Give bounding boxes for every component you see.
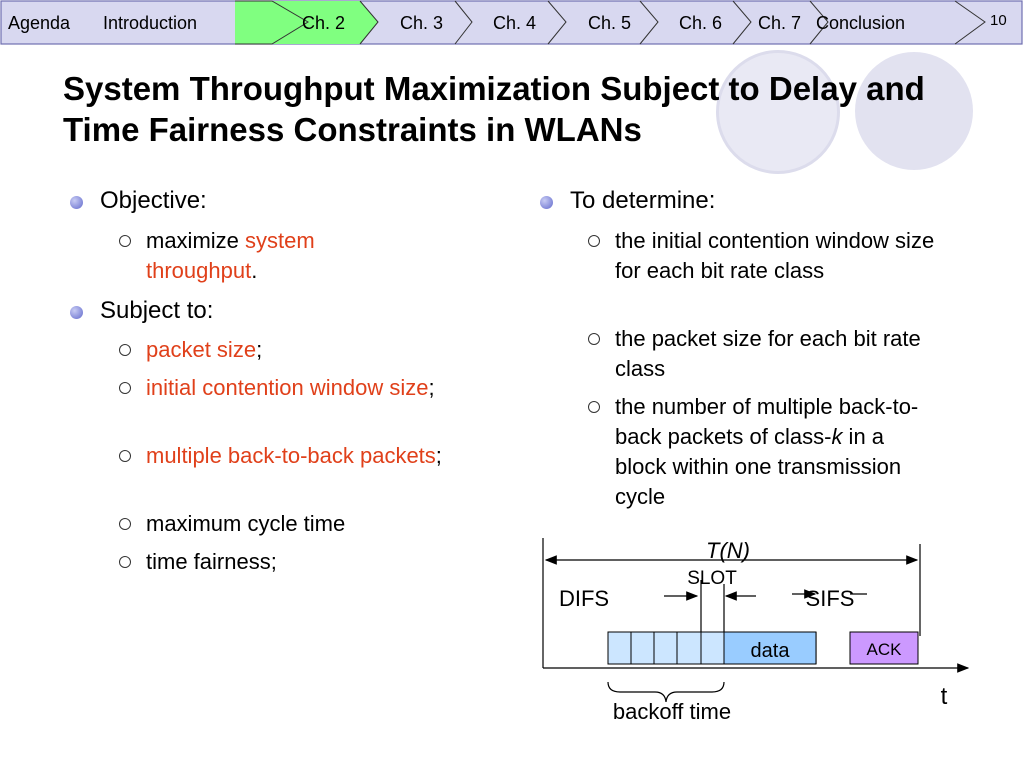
- nav-item-ch3[interactable]: Ch. 3: [400, 13, 444, 33]
- nav-item-agenda[interactable]: Agenda: [8, 13, 71, 33]
- sub-bullet-ring-icon: [119, 235, 131, 247]
- sub-bullet-packet-size-class: the packet size for each bit rate class: [588, 324, 965, 384]
- sub-bullet-ring-icon: [588, 235, 600, 247]
- timing-diagram: T(N) SLOT DIFS SIFS data ACK t backoff t…: [542, 538, 970, 724]
- sub-bullet-ring-icon: [119, 450, 131, 462]
- nav-item-ch5[interactable]: Ch. 5: [588, 13, 632, 33]
- page-number: 10: [990, 12, 1007, 29]
- sub-bullet-ring-icon: [119, 556, 131, 568]
- sub-bullet-packet-size: packet size;: [119, 335, 466, 365]
- bullet-label: Subject to:: [100, 297, 214, 324]
- sub-bullet-ring-icon: [119, 518, 131, 530]
- sub-bullet-ring-icon: [588, 333, 600, 345]
- nav-item-ch7[interactable]: Ch. 7: [758, 13, 802, 33]
- chapter-navigation-bar: Agenda Introduction Ch. 2 Ch. 3 Ch. 4 Ch…: [0, 0, 1024, 46]
- sub-bullet-contention-window: initial contention window size;: [119, 373, 466, 403]
- bullet-dot-icon: [540, 196, 553, 209]
- nav-item-ch4[interactable]: Ch. 4: [493, 13, 537, 33]
- cycle-label: T(N): [706, 538, 750, 563]
- data-frame-label: data: [751, 640, 791, 662]
- bullet-objective: Objective:: [70, 186, 207, 215]
- chevron-right-icon: [359, 0, 379, 45]
- chevron-right-icon: [454, 0, 473, 45]
- sub-bullet-ring-icon: [588, 401, 600, 413]
- sub-bullet-objective: maximize system throughput.: [119, 226, 386, 286]
- chevron-right-icon: [547, 0, 567, 45]
- ack-frame-label: ACK: [867, 640, 903, 659]
- chevron-right-icon: [639, 0, 659, 45]
- decorative-ring: [716, 50, 840, 174]
- bullet-label: Objective:: [100, 187, 207, 214]
- decorative-circle: [855, 52, 973, 170]
- active-chapter-highlight: [272, 1, 378, 44]
- sub-bullet-time-fairness: time fairness;: [119, 547, 466, 577]
- sub-bullet-max-cycle-time: maximum cycle time: [119, 509, 466, 539]
- nav-item-introduction[interactable]: Introduction: [103, 13, 198, 33]
- sub-bullet-number-of-packets: the number of multiple back-to-back pack…: [588, 392, 935, 512]
- bullet-label: To determine:: [570, 187, 716, 214]
- data-frame: [723, 631, 817, 665]
- bullet-subject-to: Subject to:: [70, 296, 214, 325]
- sub-bullet-initial-cw: the initial contention window size for e…: [588, 226, 945, 286]
- bullet-to-determine: To determine:: [540, 186, 716, 215]
- slide-title: System Throughput Maximization Subject t…: [63, 70, 925, 148]
- time-axis-label: t: [941, 683, 948, 710]
- chevron-right-icon: [732, 0, 752, 45]
- slot-label: SLOT: [687, 568, 737, 589]
- sub-bullet-ring-icon: [119, 382, 131, 394]
- nav-item-ch2[interactable]: Ch. 2: [302, 13, 346, 33]
- backoff-slots: [607, 631, 725, 665]
- sub-bullet-back-to-back: multiple back-to-back packets;: [119, 441, 446, 471]
- bullet-dot-icon: [70, 196, 83, 209]
- backoff-label: backoff time: [613, 699, 731, 724]
- sifs-label: SIFS: [806, 586, 855, 611]
- chevron-right-icon: [954, 0, 986, 45]
- nav-bar-shape: [0, 0, 1023, 45]
- ack-frame: [849, 631, 919, 665]
- bullet-dot-icon: [70, 306, 83, 319]
- nav-item-conclusion[interactable]: Conclusion: [816, 13, 906, 33]
- backoff-brace: [607, 681, 725, 703]
- sub-bullet-ring-icon: [119, 344, 131, 356]
- chevron-right-icon: [809, 0, 829, 45]
- nav-item-ch6[interactable]: Ch. 6: [679, 13, 723, 33]
- difs-label: DIFS: [559, 586, 609, 611]
